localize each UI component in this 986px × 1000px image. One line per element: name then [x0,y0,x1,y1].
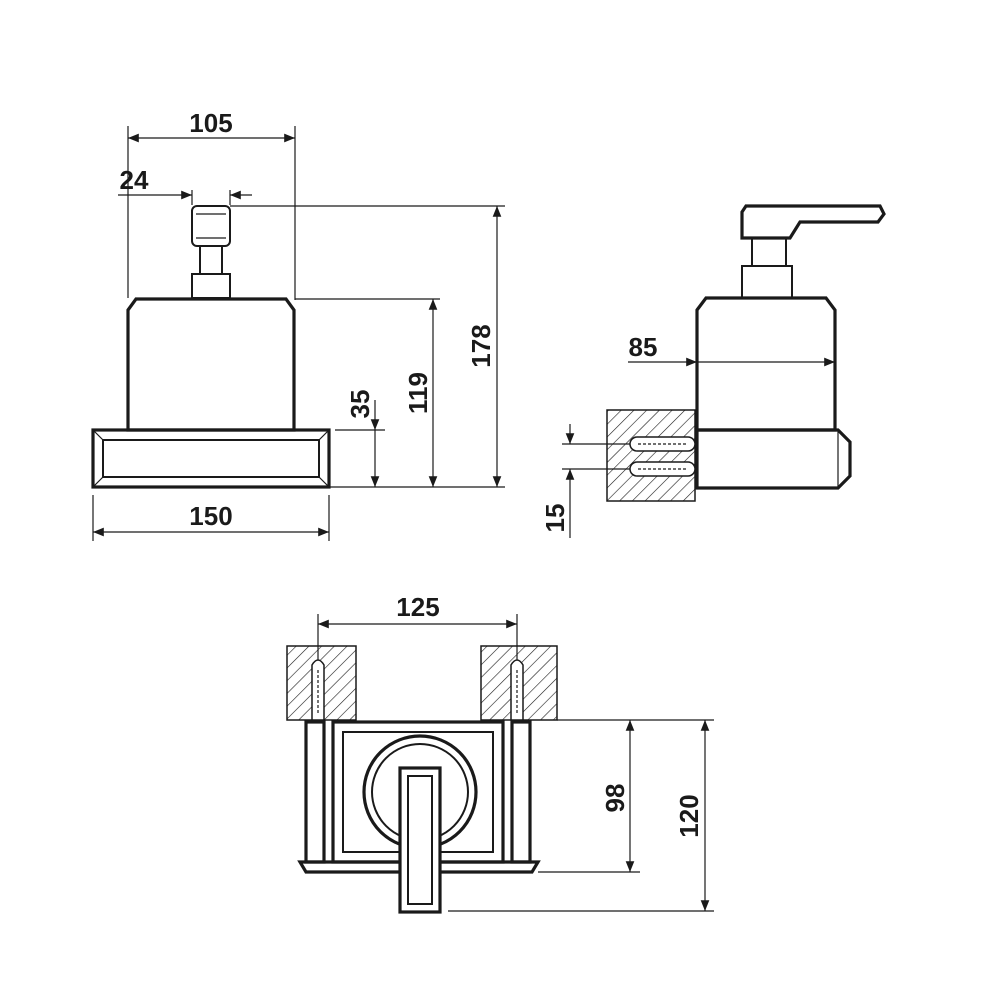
pump-cap [191,205,231,247]
base-side [695,428,852,490]
dim-label-98: 98 [600,784,630,813]
dim-label-119: 119 [403,372,433,414]
dim-label-24: 24 [120,165,149,195]
dim-label-15: 15 [540,504,570,533]
dim-label-35: 35 [345,390,375,419]
dim-label-120: 120 [674,794,704,837]
plan-view: 125 98 120 [286,592,714,914]
front-view: 105 24 150 35 119 178 [91,108,505,541]
bracket-right [510,720,532,864]
dispenser-body [126,297,296,432]
dim-label-105: 105 [189,108,232,138]
base-tray [91,428,331,489]
wall-section-side [606,409,696,502]
side-view: 85 15 [540,204,886,538]
dim-label-178: 178 [466,324,496,367]
dim-label-150: 150 [189,501,232,531]
dispenser-body-side [695,296,837,432]
lever-top-view [398,766,442,914]
dim-label-85: 85 [629,332,658,362]
pump-stem [199,245,223,275]
bracket-left [304,720,326,864]
dim-label-125: 125 [396,592,439,622]
pump-lever [740,204,886,240]
